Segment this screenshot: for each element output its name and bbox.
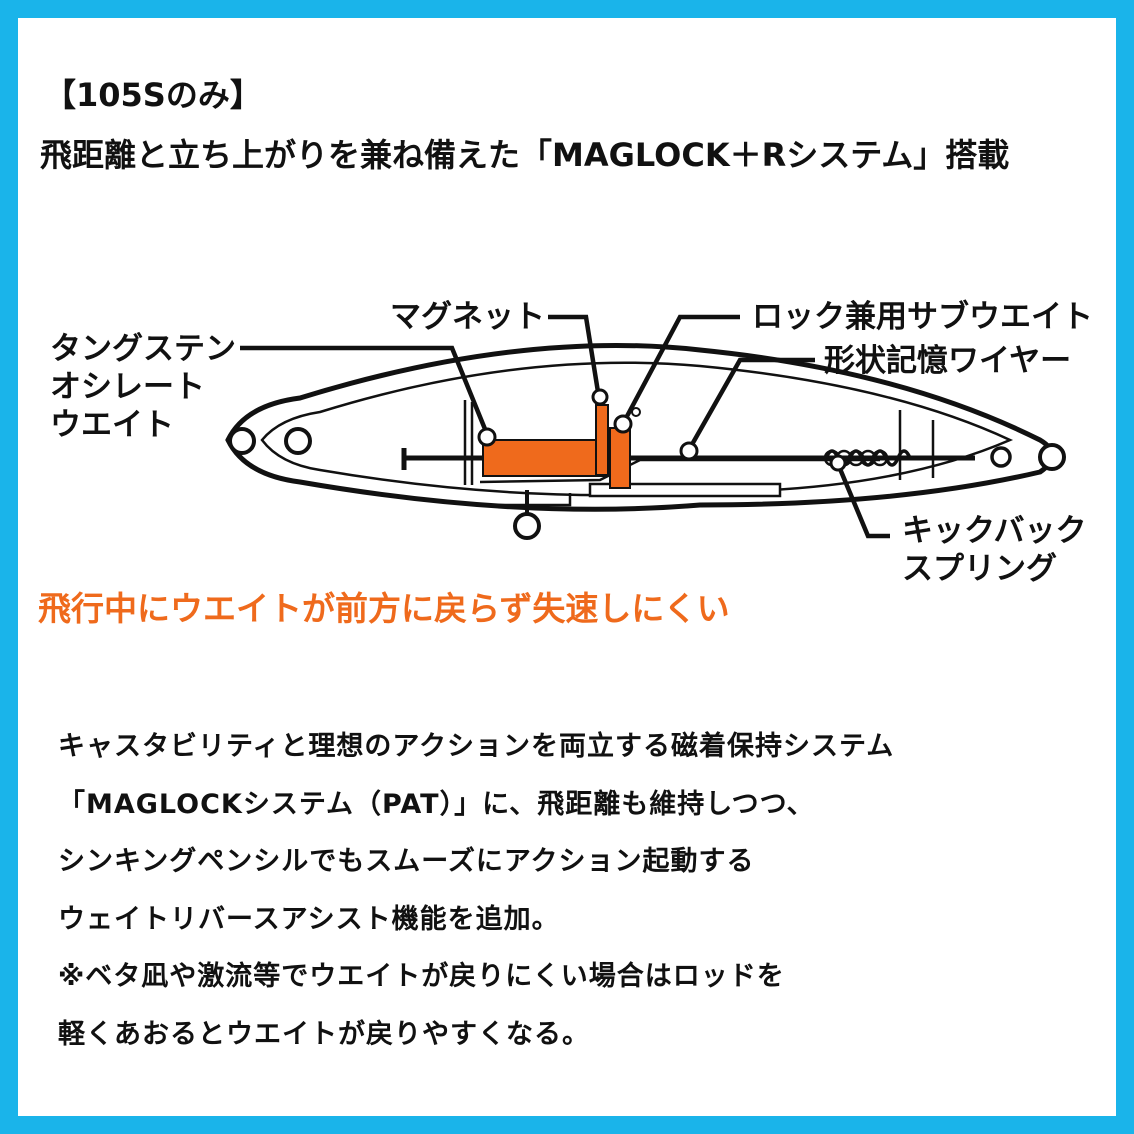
description-line: 「MAGLOCKシステム（PAT）」に、飛距離も維持しつつ、 [58, 788, 815, 820]
description-line: キャスタビリティと理想のアクションを両立する磁着保持システム [58, 731, 895, 762]
label-magnet: マグネット [390, 299, 545, 335]
leader-spring [835, 463, 890, 539]
description-line: 軽くあおるとウエイトが戻りやすくなる。 [58, 1018, 590, 1050]
description-line: シンキングペンシルでもスムーズにアクション起動する [58, 846, 755, 877]
lure-cross-section-diagram [225, 314, 1066, 540]
leader-magnet [548, 314, 601, 393]
label-lock-subweight: ロック兼用サブウエイト [752, 299, 1093, 335]
lure-inner-outline [260, 361, 1014, 497]
label-tungsten-weight: タングステン オシレート ウエイト [50, 331, 236, 443]
lock-sub-weight [609, 427, 631, 489]
model-tag: 【105Sのみ】 [44, 76, 262, 114]
description-line: ※ベタ凪や激流等でウエイトが戻りにくい場合はロッドを [58, 961, 785, 992]
label-kickback-spring: キックバック スプリング [902, 513, 1087, 587]
label-shape-memory-wire: 形状記憶ワイヤー [824, 343, 1072, 379]
description-line: ウェイトリバースアシスト機能を追加。 [58, 903, 560, 935]
flight-note: 飛行中にウエイトが前方に戻らず失速しにくい [38, 589, 730, 628]
description: キャスタビリティと理想のアクションを両立する磁着保持システム 「MAGLOCKシ… [58, 722, 1098, 1067]
tungsten-weight [482, 439, 606, 477]
tail-eye [990, 446, 1012, 468]
belly-eye [513, 512, 541, 540]
feature-title: 飛距離と立ち上がりを兼ね備えた「MAGLOCK＋Rシステム」搭載 [40, 136, 1010, 174]
line-eye [228, 427, 256, 455]
leader-wire [688, 357, 815, 450]
leader-tungsten [240, 345, 490, 435]
leader-lock-subweight [623, 314, 740, 422]
magnet [595, 404, 609, 476]
